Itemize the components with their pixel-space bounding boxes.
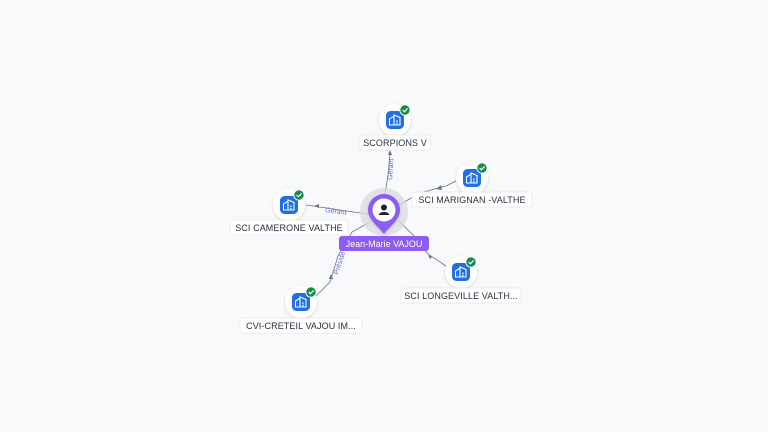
building-icon	[452, 263, 470, 281]
company-node-cvi-creteil[interactable]: CVI-CRETEIL VAJOU IM...	[239, 286, 363, 334]
edge-label-cvi-creteil: Préside	[333, 251, 347, 276]
company-name: SCI CAMERONE VALTHE	[235, 223, 343, 233]
nodes-layer: SCORPIONS V SCI MARIGNAN -VALTHE	[229, 104, 533, 334]
company-name: SCI MARIGNAN -VALTHE	[418, 195, 525, 205]
verified-check-icon	[465, 256, 477, 268]
edge-sci-camerone[interactable]: Gérant	[305, 204, 368, 217]
verified-check-icon	[399, 104, 411, 116]
edge-sci-marignan[interactable]	[398, 180, 457, 206]
label-bg	[239, 317, 363, 334]
company-name: SCORPIONS V	[363, 138, 427, 148]
building-icon	[292, 293, 310, 311]
verified-check-icon	[293, 189, 305, 201]
person-label-bg	[339, 236, 429, 251]
person-icon	[378, 204, 390, 215]
edge-label-scorpions-v: Gérant	[387, 158, 395, 180]
company-name: CVI-CRETEIL VAJOU IM...	[246, 321, 356, 331]
label-bg	[358, 134, 432, 151]
verified-check-icon	[476, 162, 488, 174]
person-node-center[interactable]: Jean-Marie VAJOU	[339, 188, 429, 251]
label-bg	[229, 219, 349, 236]
label-bg	[411, 191, 533, 208]
company-node-scorpions-v[interactable]: SCORPIONS V	[358, 104, 432, 151]
building-icon	[386, 111, 404, 129]
company-node-sci-marignan[interactable]: SCI MARIGNAN -VALTHE	[411, 162, 533, 208]
company-name: SCI LONGEVILLE VALTH...	[404, 291, 518, 301]
verified-check-icon	[305, 286, 317, 298]
building-icon	[463, 169, 481, 187]
building-icon	[280, 196, 298, 214]
company-node-sci-longeville[interactable]: SCI LONGEVILLE VALTH...	[400, 256, 522, 304]
label-bg	[400, 287, 522, 304]
edge-label-sci-camerone: Gérant	[325, 207, 347, 217]
company-node-sci-camerone[interactable]: SCI CAMERONE VALTHE	[229, 189, 349, 236]
person-name: Jean-Marie VAJOU	[346, 239, 423, 249]
